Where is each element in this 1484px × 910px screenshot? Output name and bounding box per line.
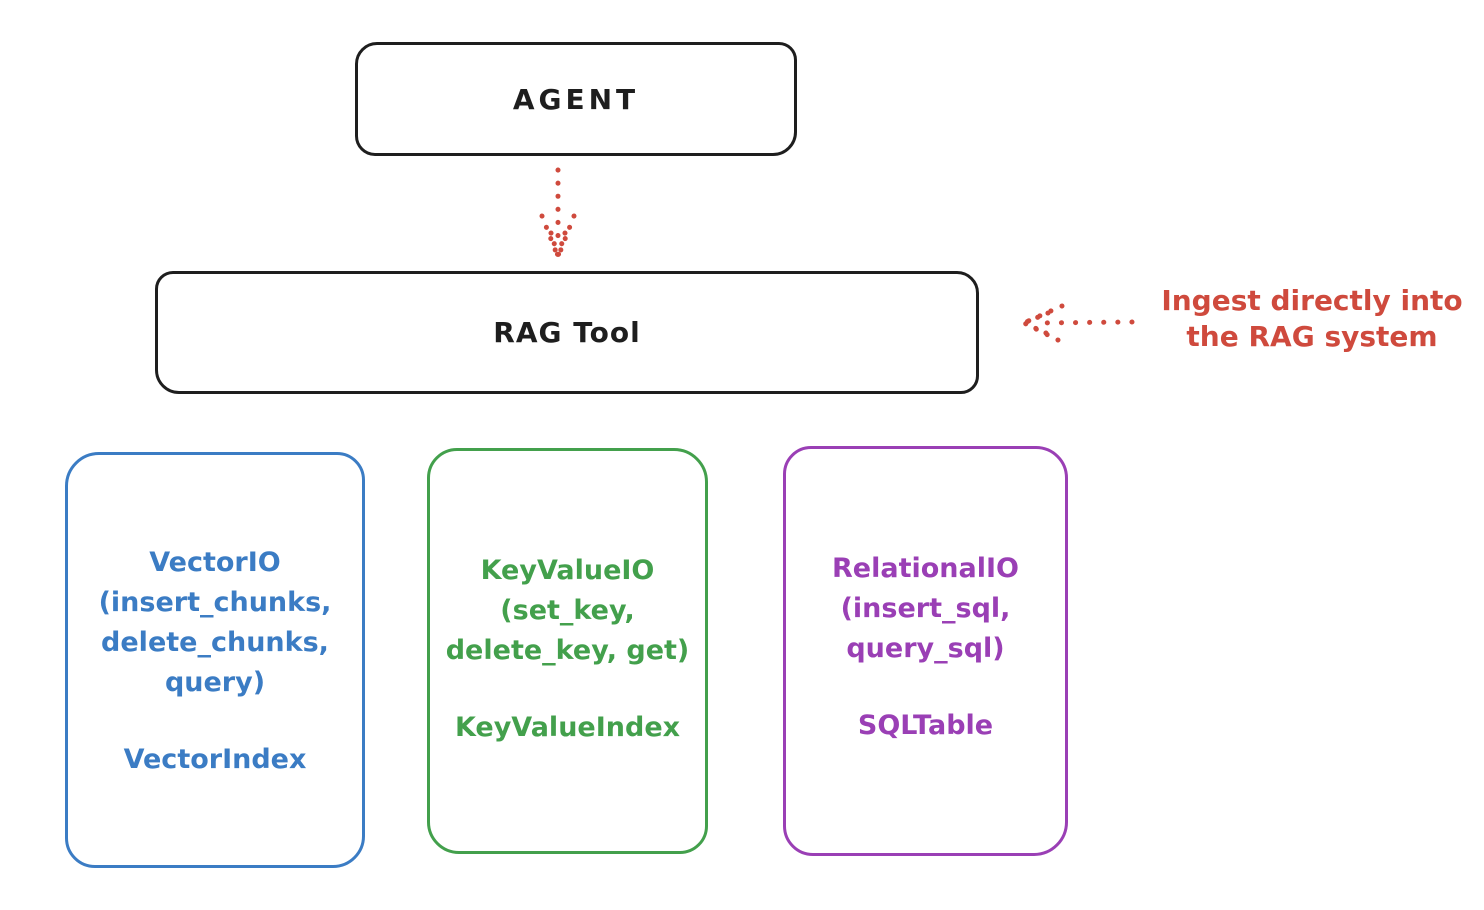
relational-io-title: RelationalIO bbox=[832, 553, 1019, 584]
rag-tool-box-label: RAG Tool bbox=[493, 316, 641, 349]
sql-table-label: SQLTable bbox=[857, 710, 994, 741]
vector-io-title: VectorIO bbox=[149, 547, 281, 578]
agent-box-label: AGENT bbox=[512, 82, 640, 116]
relational-io-param-line: query_sql) bbox=[846, 633, 1005, 664]
ingest-annotation-arrow-icon bbox=[1021, 303, 1135, 343]
keyvalue-io-box: KeyValueIO (set_key, delete_key, get) Ke… bbox=[427, 448, 708, 854]
keyvalue-io-title: KeyValueIO bbox=[480, 555, 655, 586]
vector-io-param-line: delete_chunks, bbox=[101, 627, 329, 658]
vector-io-box: VectorIO (insert_chunks, delete_chunks, … bbox=[65, 452, 365, 868]
keyvalue-io-param-line: (set_key, bbox=[500, 595, 635, 626]
ingest-annotation-line2: the RAG system bbox=[1186, 320, 1438, 353]
keyvalue-index-label: KeyValueIndex bbox=[454, 712, 681, 743]
rag-tool-box: RAG Tool bbox=[155, 271, 979, 394]
ingest-annotation: Ingest directly into the RAG system bbox=[1140, 283, 1484, 355]
relational-io-param-line: (insert_sql, bbox=[840, 593, 1011, 624]
agent-to-rag-arrow-icon bbox=[539, 167, 577, 259]
vector-index-label: VectorIndex bbox=[123, 744, 307, 775]
keyvalue-io-param-line: delete_key, get) bbox=[445, 635, 690, 666]
agent-box: AGENT bbox=[355, 42, 797, 156]
vector-io-param-line: (insert_chunks, bbox=[98, 587, 332, 618]
relational-io-box: RelationalIO (insert_sql, query_sql) SQL… bbox=[783, 446, 1068, 856]
ingest-annotation-line1: Ingest directly into bbox=[1161, 284, 1463, 317]
vector-io-param-line: query) bbox=[164, 667, 266, 698]
